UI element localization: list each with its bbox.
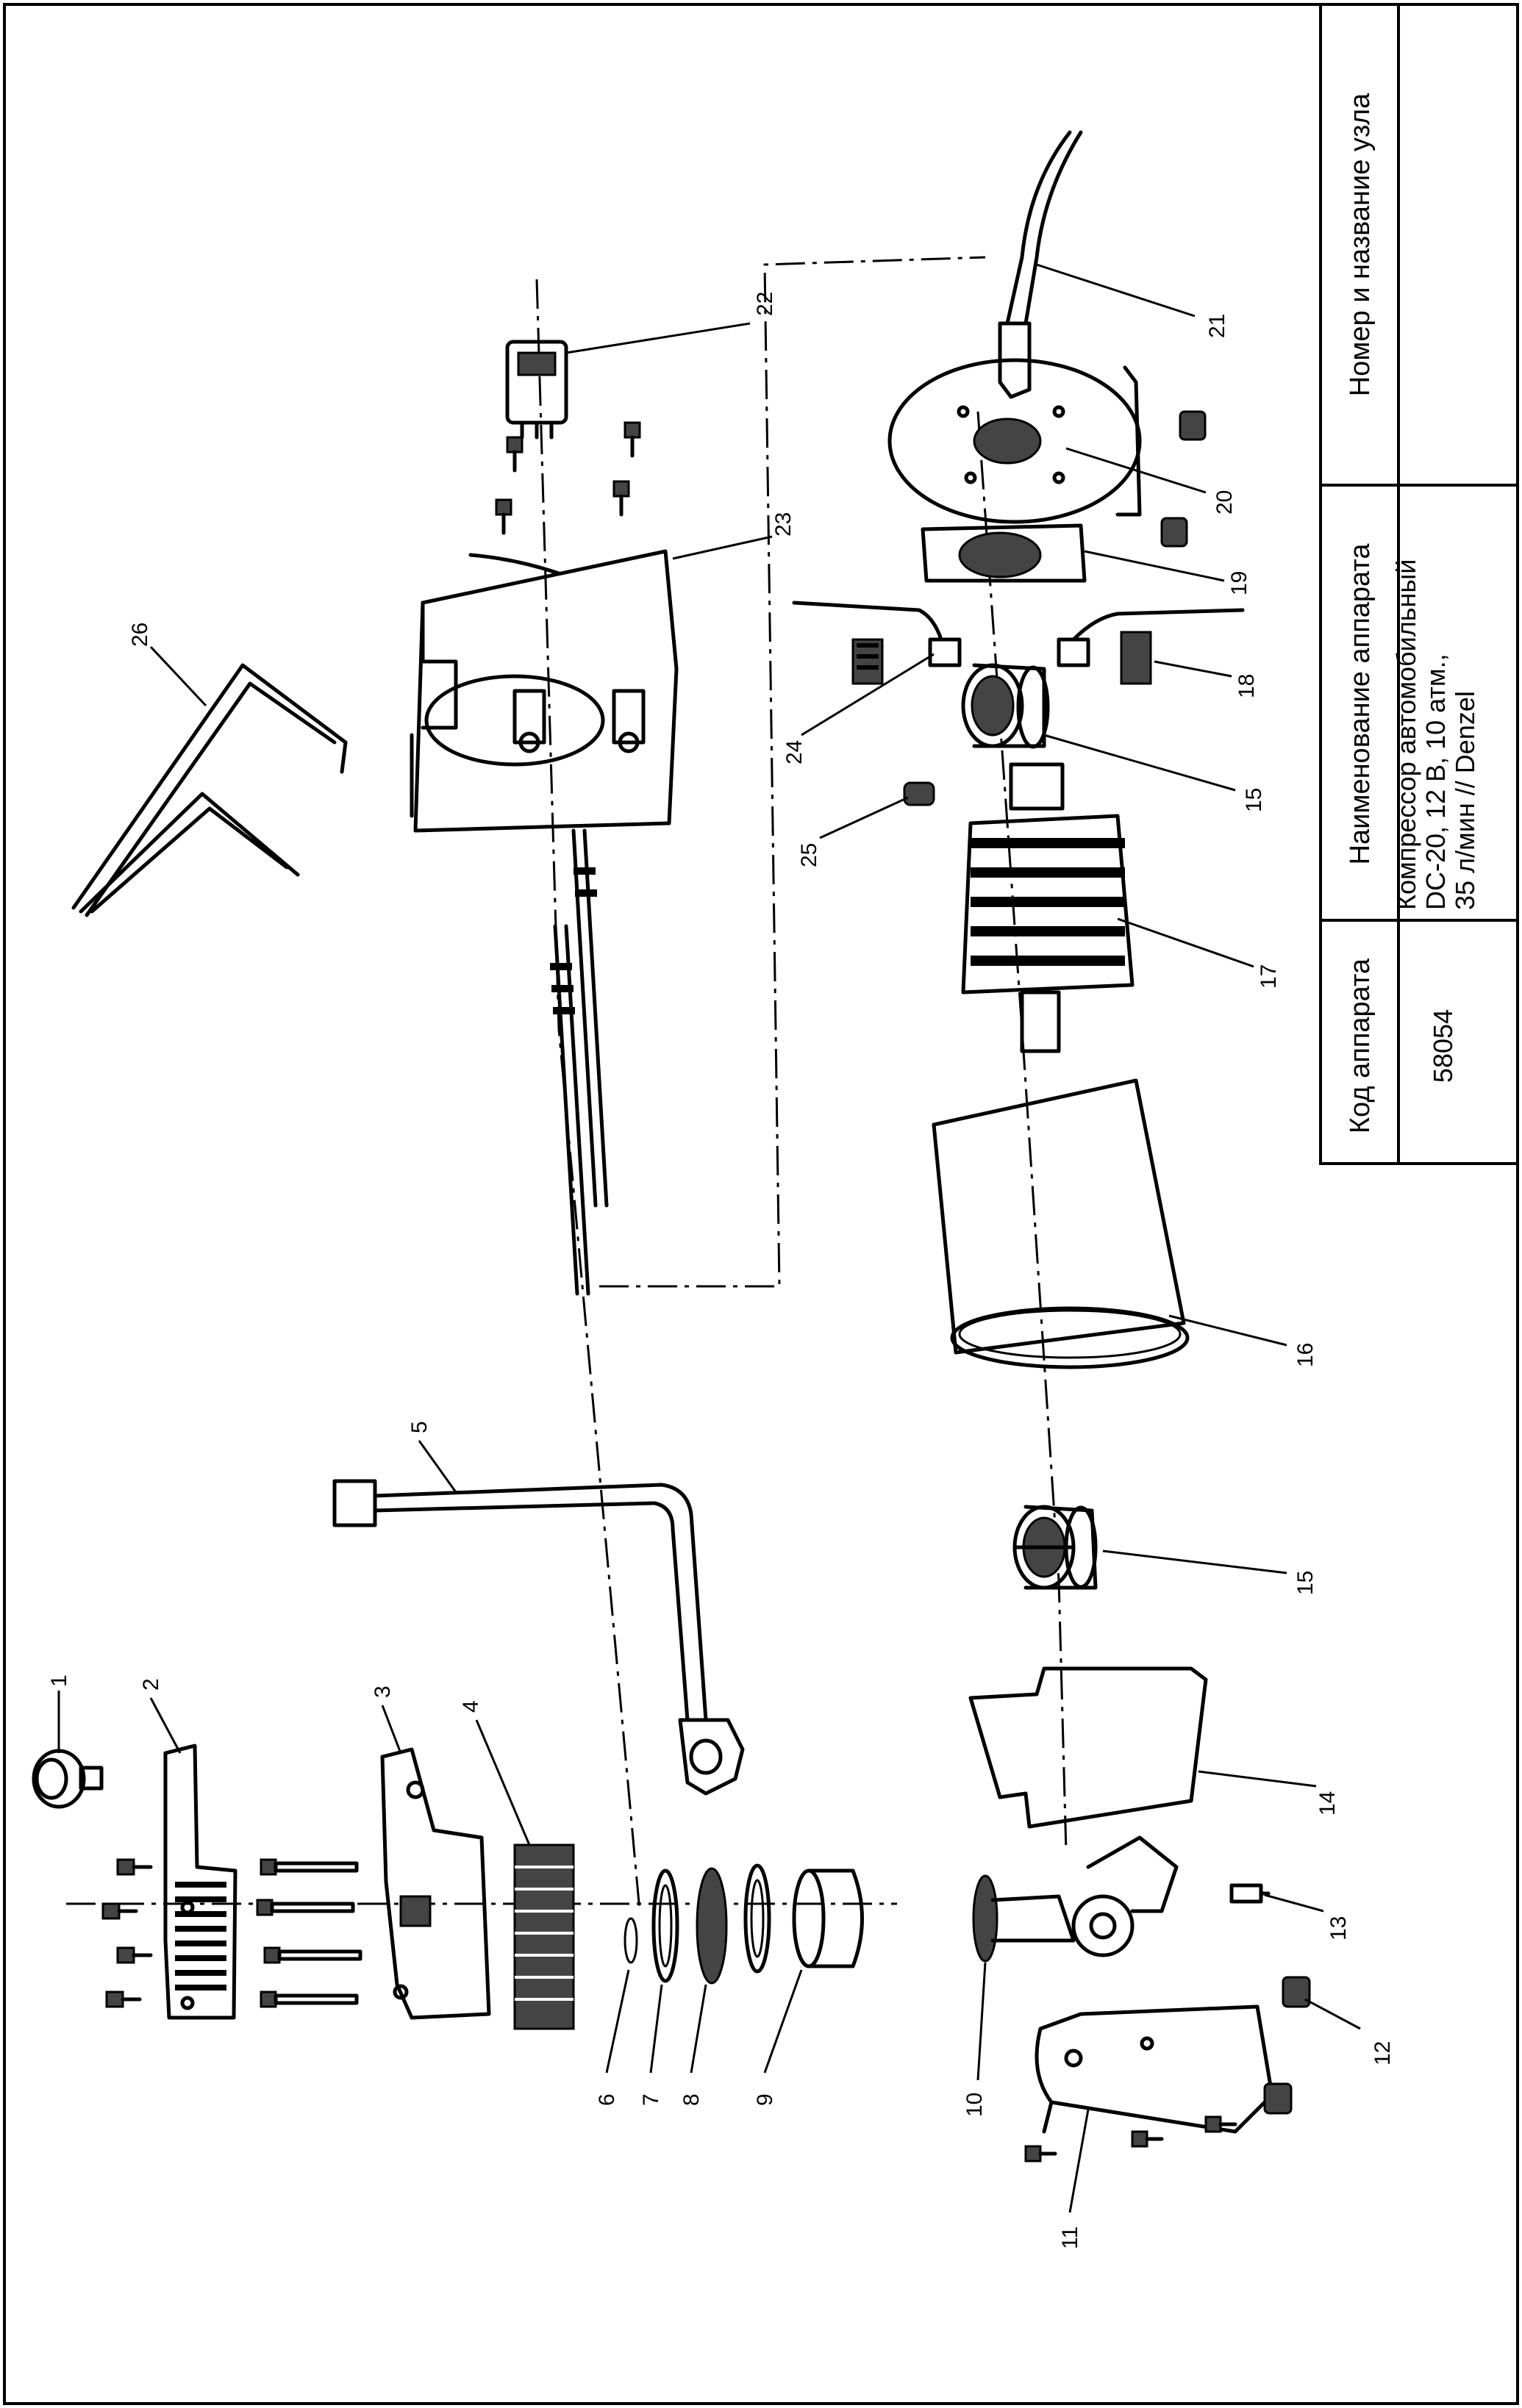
part-20-end-plate (887, 358, 1142, 524)
part-10-connecting-rod (972, 1835, 1179, 1963)
callout-23: 23 (771, 512, 796, 537)
part-14-fan-cover (968, 1666, 1208, 1829)
part-6-o-ring (624, 1917, 638, 1964)
header-node: Номер и название узла (1345, 93, 1376, 397)
sheet-frame (3, 3, 1519, 2405)
callout-7: 7 (639, 2093, 663, 2106)
callout-3: 3 (371, 1685, 395, 1698)
part-4-cylinder (513, 1843, 575, 2030)
callout-21: 21 (1205, 314, 1229, 338)
callout-24: 24 (782, 740, 807, 764)
part-23-rods (550, 828, 609, 1296)
callout-25: 25 (797, 843, 821, 867)
callout-6: 6 (595, 2093, 619, 2106)
callout-2: 2 (139, 1678, 163, 1691)
part-3-valve-housing (380, 1747, 491, 2020)
callout-12: 12 (1371, 2041, 1395, 2065)
part-9-piston (792, 1868, 864, 1968)
callout-26: 26 (128, 623, 152, 647)
part-21-power-cable (998, 130, 1083, 399)
apparatus-name: Компрессор автомобильный DC-20, 12 В, 10… (1391, 513, 1495, 910)
part-22-screws (495, 421, 641, 535)
part-16-motor-housing (932, 1078, 1190, 1369)
callout-labels: 1 2 3 4 5 6 7 8 9 10 11 12 13 14 15 15 1… (47, 292, 1395, 2249)
callout-11: 11 (1058, 2226, 1082, 2249)
title-block (1319, 3, 1519, 1165)
part-20-nuts (1160, 410, 1207, 548)
callout-18: 18 (1235, 674, 1259, 698)
callout-17: 17 (1257, 964, 1281, 989)
part-5-air-tube (332, 1479, 745, 1796)
callout-4: 4 (459, 1700, 483, 1713)
part-26-stand (71, 663, 348, 917)
head-long-bolts (256, 1858, 362, 2008)
callout-8: 8 (679, 2093, 704, 2106)
header-name: Наименование аппарата (1345, 543, 1376, 865)
part-11-bracket (1024, 2004, 1274, 2162)
part-19-brush-holder (921, 523, 1087, 583)
callout-19: 19 (1227, 571, 1251, 595)
apparatus-name-line-2: DC-20, 12 В, 10 атм., (1421, 653, 1451, 910)
apparatus-code: 58054 (1428, 1008, 1458, 1083)
part-12-nut (1263, 1976, 1311, 2115)
callout-15b: 15 (1242, 788, 1266, 812)
part-22-switch (505, 340, 568, 440)
callout-1: 1 (47, 1674, 71, 1687)
part-13-nipple (1229, 1883, 1271, 1904)
leader-lines (57, 263, 1361, 2213)
part-7b-ring (743, 1863, 771, 1974)
part-15-bearing-front (1012, 1505, 1098, 1590)
callout-15a: 15 (1293, 1571, 1318, 1595)
part-17-armature (961, 762, 1135, 1053)
callout-22: 22 (753, 292, 777, 316)
callout-14: 14 (1315, 1791, 1340, 1816)
apparatus-name-line-1: Компрессор автомобильный (1391, 559, 1421, 910)
callout-5: 5 (407, 1421, 432, 1433)
part-24-brushes (792, 601, 1245, 667)
part-7-ring (651, 1868, 679, 1983)
callout-20: 20 (1212, 490, 1237, 515)
part-18-brush-springs (851, 631, 1152, 685)
apparatus-name-line-3: 35 л/мин // Denzel (1450, 691, 1480, 910)
part-8-valve-disc (696, 1867, 728, 1985)
callout-10: 10 (962, 2093, 987, 2117)
part-25-clip (903, 781, 935, 806)
header-code: Код аппарата (1345, 958, 1376, 1134)
callout-16: 16 (1293, 1343, 1318, 1367)
part-2-cylinder-head (163, 1744, 237, 2020)
part-23-housing (410, 549, 679, 833)
part-1-cap (32, 1749, 104, 1809)
head-screws-small (101, 1858, 153, 2008)
part-15-bearing-rear (961, 663, 1050, 749)
callout-13: 13 (1326, 1916, 1351, 1941)
callout-9: 9 (753, 2093, 777, 2106)
